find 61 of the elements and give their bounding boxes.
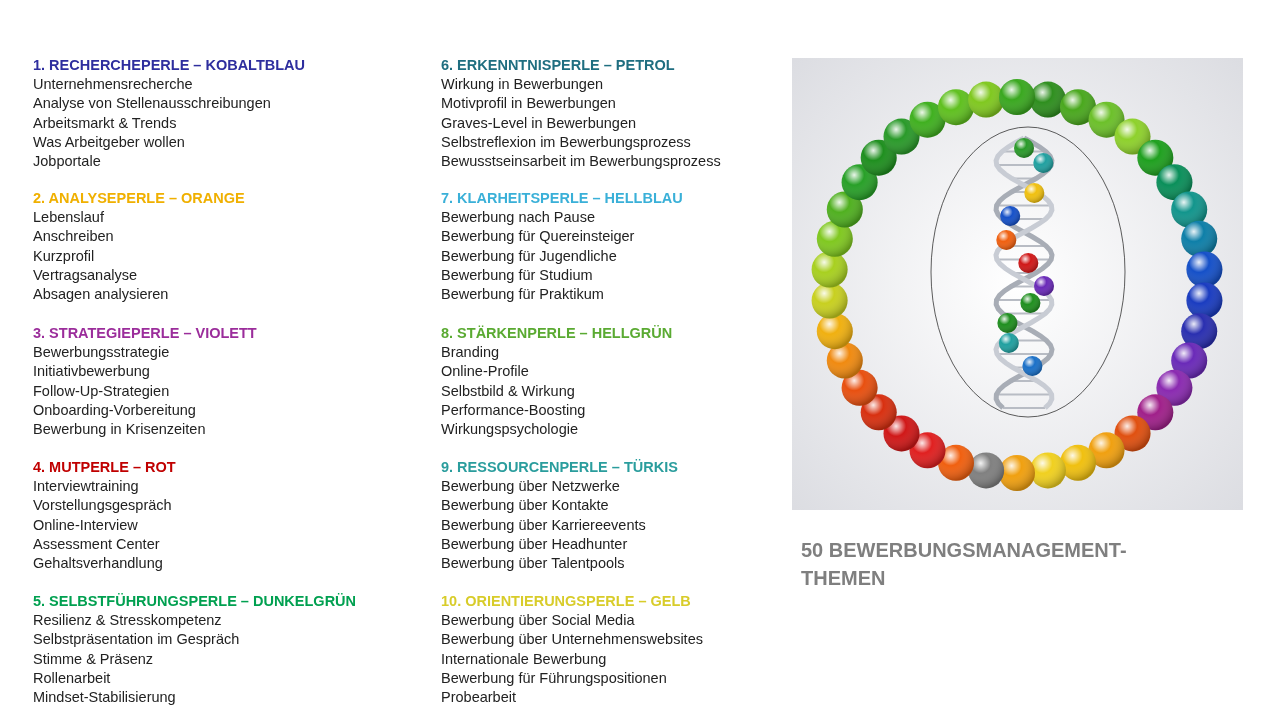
topic-item: Anschreiben xyxy=(33,228,114,246)
section-heading: 7. KLARHEITSPERLE – HELLBLAU xyxy=(441,190,683,207)
topic-item: Bewerbung über Kontakte xyxy=(441,497,609,515)
topic-item: Graves-Level in Bewerbungen xyxy=(441,114,637,132)
topic-item: Bewusstseinsarbeit im Bewerbungsprozess xyxy=(441,153,721,170)
topic-item: Bewerbung über Talentpools xyxy=(441,555,625,572)
topic-item: Kurzprofil xyxy=(33,247,95,265)
topic-item: Initiativbewerbung xyxy=(33,363,150,381)
topic-item: Jobportale xyxy=(33,153,101,170)
topic-item: Motivprofil in Bewerbungen xyxy=(441,95,616,113)
topic-item: Gehaltsverhandlung xyxy=(33,555,163,572)
topic-item: Rollenarbeit xyxy=(33,669,111,687)
topic-item: Resilienz & Stresskompetenz xyxy=(33,612,222,630)
topic-item: Absagen analysieren xyxy=(33,286,169,303)
topic-item: Online-Profile xyxy=(441,363,529,381)
topic-item: Onboarding-Vorbereitung xyxy=(33,401,196,419)
topic-item: Was Arbeitgeber wollen xyxy=(33,133,185,151)
topic-item: Vorstellungsgespräch xyxy=(33,497,172,515)
topic-item: Bewerbung für Quereinsteiger xyxy=(441,228,635,246)
topic-item: Vertragsanalyse xyxy=(33,266,137,284)
topic-item: Bewerbungsstrategie xyxy=(33,344,170,362)
section-heading: 3. STRATEGIEPERLE – VIOLETT xyxy=(33,325,257,342)
topic-item: Performance-Boosting xyxy=(441,401,586,419)
topic-item: Assessment Center xyxy=(33,535,160,553)
topic-item: Internationale Bewerbung xyxy=(441,650,607,668)
topic-item: Analyse von Stellenausschreibungen xyxy=(33,95,271,113)
topic-item: Bewerbung für Jugendliche xyxy=(441,247,617,265)
topic-item: Wirkung in Bewerbungen xyxy=(441,76,603,94)
section-heading: 5. SELBSTFÜHRUNGSPERLE – DUNKELGRÜN xyxy=(33,593,357,610)
topic-item: Selbstreflexion im Bewerbungsprozess xyxy=(441,133,691,151)
topic-item: Branding xyxy=(441,344,500,362)
section-heading: 2. ANALYSEPERLE – ORANGE xyxy=(33,190,245,207)
topic-item: Bewerbung über Karriereevents xyxy=(441,516,646,534)
section-heading: 8. STÄRKENPERLE – HELLGRÜN xyxy=(441,325,673,342)
topic-item: Interviewtraining xyxy=(33,478,139,496)
section-heading: 10. ORIENTIERUNGSPERLE – GELB xyxy=(441,593,691,610)
topic-item: Bewerbung über Netzwerke xyxy=(441,478,620,496)
title: 50 BEWERBUNGSMANAGEMENT-THEMEN xyxy=(801,538,1128,591)
topic-item: Selbstbild & Wirkung xyxy=(441,382,575,400)
topic-item: Bewerbung über Headhunter xyxy=(441,535,628,553)
section-heading: 4. MUTPERLE – ROT xyxy=(33,459,176,476)
topic-item: Selbstpräsentation im Gespräch xyxy=(33,631,240,649)
topic-item: Probearbeit xyxy=(441,689,516,706)
topic-item: Lebenslauf xyxy=(33,209,104,227)
topic-item: Stimme & Präsenz xyxy=(33,650,154,668)
topic-item: Unternehmensrecherche xyxy=(33,76,193,94)
topic-item: Bewerbung über Unternehmenswebsites xyxy=(441,631,703,649)
topic-item: Online-Interview xyxy=(33,516,138,534)
topic-item: Bewerbung für Praktikum xyxy=(441,286,604,303)
topic-item: Mindset-Stabilisierung xyxy=(33,689,176,706)
topic-item: Arbeitsmarkt & Trends xyxy=(33,114,177,132)
topic-item: Bewerbung über Social Media xyxy=(441,612,635,630)
topic-item: Bewerbung für Studium xyxy=(441,266,593,284)
topic-item: Bewerbung in Krisenzeiten xyxy=(33,421,206,438)
section-heading: 1. RECHERCHEPERLE – KOBALTBLAU xyxy=(33,57,306,74)
topic-item: Bewerbung nach Pause xyxy=(441,209,595,227)
topic-item: Bewerbung für Führungspositionen xyxy=(441,669,667,687)
topic-item: Wirkungspsychologie xyxy=(441,421,578,438)
topic-item: Follow-Up-Strategien xyxy=(33,382,170,400)
section-heading: 9. RESSOURCENPERLE – TÜRKIS xyxy=(441,459,678,476)
section-heading: 6. ERKENNTNISPERLE – PETROL xyxy=(441,57,675,74)
